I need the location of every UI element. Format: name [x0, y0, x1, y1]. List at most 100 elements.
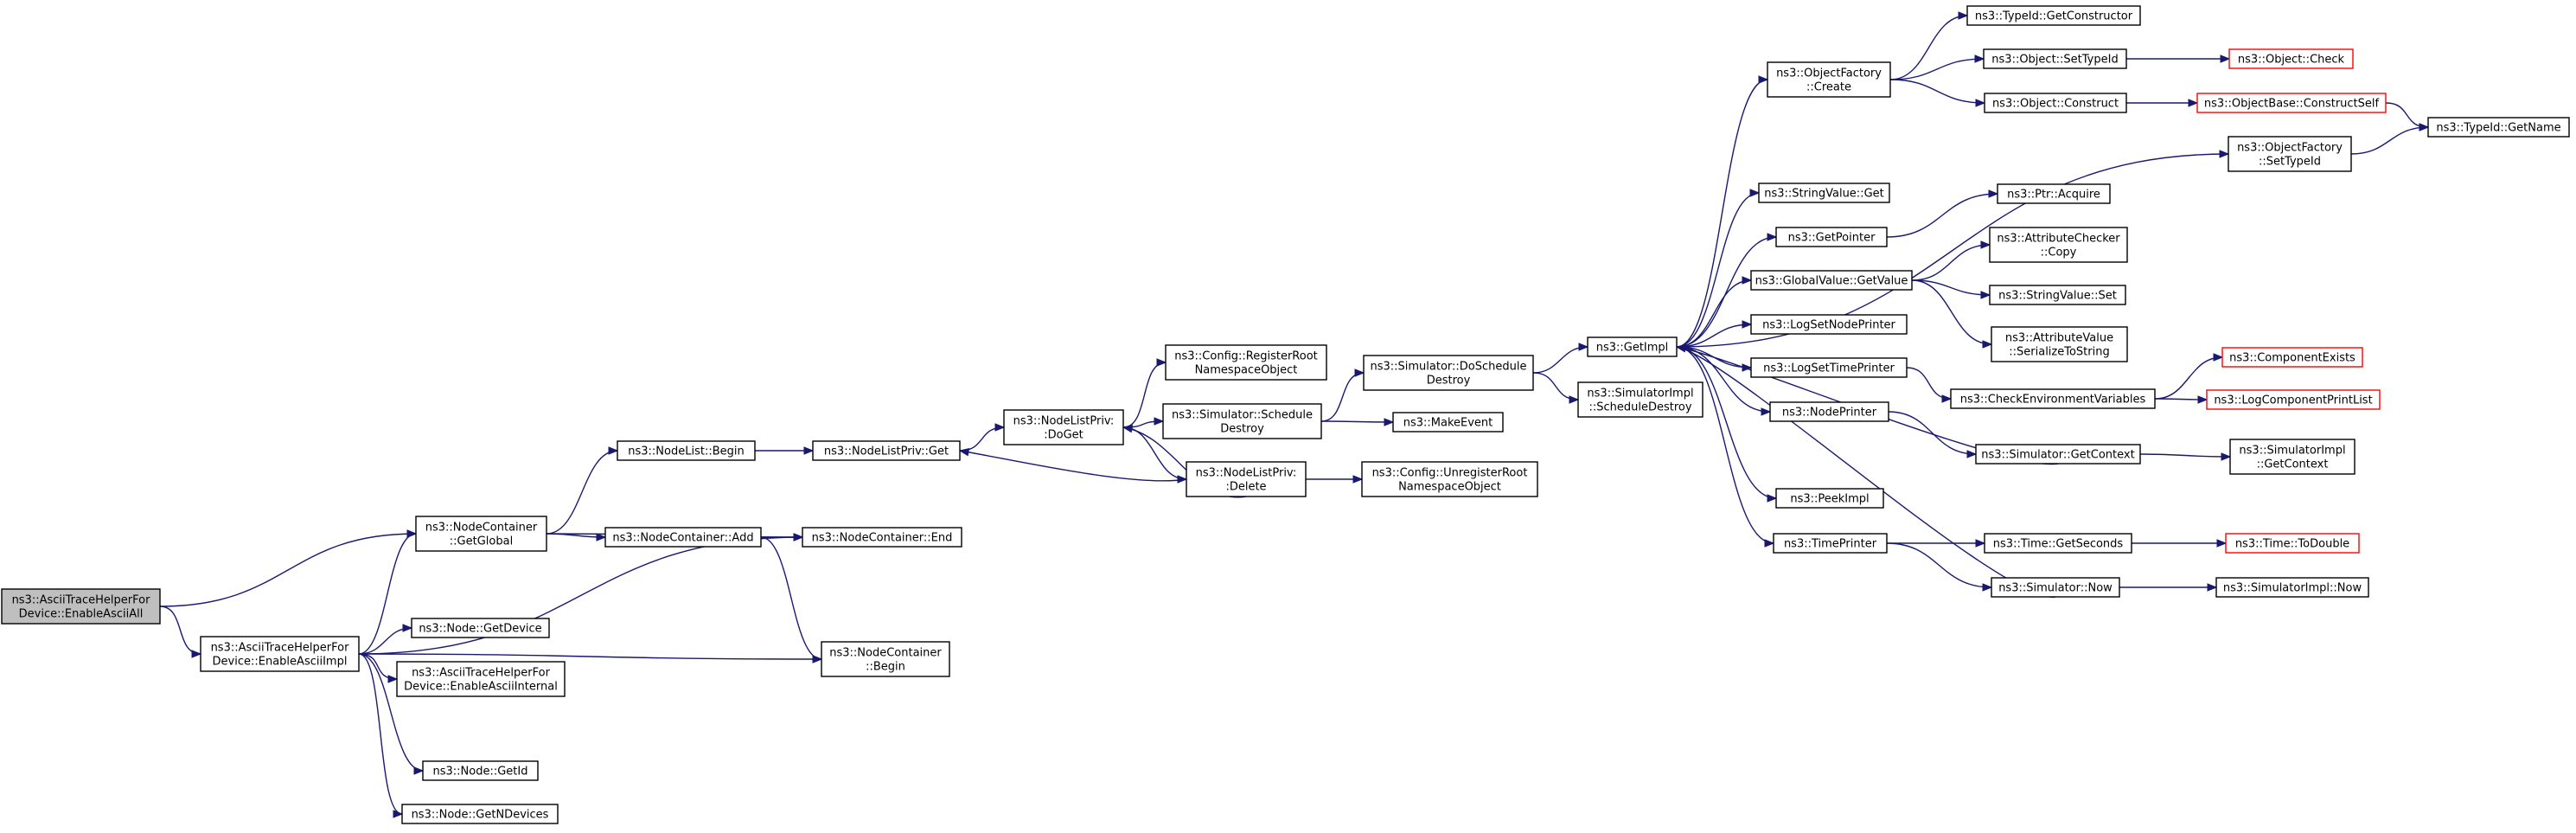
edge-getImpl-to-timePrinter	[1676, 346, 1774, 544]
node-ptrAcquire[interactable]: ns3::Ptr::Acquire	[1997, 183, 2111, 204]
node-objCheck[interactable]: ns3::Object::Check	[2228, 48, 2354, 69]
node-box	[1363, 355, 1534, 391]
node-simNow[interactable]: ns3::Simulator::Now	[1991, 577, 2120, 598]
node-enableInternal[interactable]: ns3::AsciiTraceHelperForDevice::EnableAs…	[396, 661, 566, 697]
node-box	[1186, 461, 1307, 497]
node-nlpDoGet[interactable]: ns3::NodeListPriv::DoGet	[1003, 409, 1124, 445]
node-nodeListBegin[interactable]: ns3::NodeList::Begin	[617, 440, 756, 461]
node-label: ns3::AsciiTraceHelperFor	[12, 594, 151, 607]
node-label: ns3::Time::ToDouble	[2235, 538, 2349, 551]
node-label: ::Begin	[866, 661, 905, 674]
node-ncGetGlobal[interactable]: ns3::NodeContainer::GetGlobal	[415, 516, 547, 552]
node-box	[2215, 577, 2369, 598]
edge-ncGetGlobal-to-nodeListBegin	[546, 450, 618, 535]
node-peekImpl[interactable]: ns3::PeekImpl	[1775, 488, 1884, 509]
node-label: ::SetTypeId	[2259, 156, 2321, 169]
node-label: ns3::LogComponentPrintList	[2214, 394, 2372, 407]
edge-arrowhead	[608, 446, 619, 455]
node-label: Device::EnableAsciiAll	[19, 608, 144, 621]
edge-arrowhead	[1974, 54, 1985, 63]
node-root[interactable]: ns3::AsciiTraceHelperForDevice::EnableAs…	[1, 588, 161, 625]
node-simImplNow[interactable]: ns3::SimulatorImpl::Now	[2215, 577, 2369, 598]
node-box	[1758, 183, 1890, 203]
node-nodeGetNDevices[interactable]: ns3::Node::GetNDevices	[401, 804, 559, 824]
edge-enableImpl-to-nodeGetNDevices	[358, 653, 403, 815]
edge-arrowhead	[1578, 343, 1589, 351]
node-cfgUnregister[interactable]: ns3::Config::UnregisterRootNamespaceObje…	[1361, 461, 1538, 497]
edge-ofCreate-to-objConstruct	[1889, 79, 1985, 104]
edge-ofCreate-to-objSetTypeId	[1889, 58, 1985, 80]
nodes-layer: ns3::AsciiTraceHelperForDevice::EnableAs…	[1, 5, 2570, 824]
node-box	[1989, 227, 2128, 263]
node-timeGetSeconds[interactable]: ns3::Time::GetSeconds	[1984, 533, 2132, 554]
node-getPointer[interactable]: ns3::GetPointer	[1775, 227, 1888, 247]
node-box	[1003, 409, 1124, 445]
node-label: ns3::Node::GetDevice	[419, 623, 541, 636]
node-avSerialize[interactable]: ns3::AttributeValue::SerializeToString	[1991, 326, 2128, 362]
node-label: ns3::Object::Check	[2238, 54, 2345, 67]
node-label: ::Copy	[2041, 247, 2077, 260]
node-stringValueGet[interactable]: ns3::StringValue::Get	[1758, 183, 1890, 203]
node-typeIdGetName[interactable]: ns3::TypeId::GetName	[2427, 117, 2570, 138]
node-logComponentPrintList[interactable]: ns3::LogComponentPrintList	[2206, 389, 2381, 410]
node-objConstruct[interactable]: ns3::Object::Construct	[1984, 93, 2127, 113]
edge-arrowhead	[1758, 75, 1769, 84]
node-label: ::SerializeToString	[2009, 346, 2109, 359]
node-getImpl[interactable]: ns3::GetImpl	[1587, 336, 1678, 357]
edge-getImpl-to-logSetNodePrinter	[1676, 324, 1752, 348]
node-timePrinter[interactable]: ns3::TimePrinter	[1773, 533, 1888, 554]
node-label: ns3::Ptr::Acquire	[2007, 189, 2100, 202]
node-nodeGetDevice[interactable]: ns3::Node::GetDevice	[411, 618, 550, 638]
node-ofSetTypeId[interactable]: ns3::ObjectFactory::SetTypeId	[2228, 136, 2352, 172]
node-gvGetValue[interactable]: ns3::GlobalValue::GetValue	[1750, 270, 1913, 291]
node-simImplSchedDestroy[interactable]: ns3::SimulatorImpl::ScheduleDestroy	[1577, 381, 1703, 418]
edge-gvGetValue-to-svSet	[1911, 279, 1991, 296]
node-typeIdGetConstructor[interactable]: ns3::TypeId::GetConstructor	[1966, 5, 2141, 26]
node-makeEvent[interactable]: ns3::MakeEvent	[1392, 412, 1504, 433]
edge-arrowhead	[1384, 418, 1395, 426]
node-nodeGetId[interactable]: ns3::Node::GetId	[422, 760, 539, 781]
edge-nlpGet-to-nlpDoGet	[959, 426, 1005, 452]
node-checkEnvVars[interactable]: ns3::CheckEnvironmentVariables	[1950, 388, 2156, 409]
node-ncAdd[interactable]: ns3::NodeContainer::Add	[604, 527, 762, 548]
edge-arrowhead	[1764, 539, 1775, 548]
node-box	[1991, 326, 2128, 362]
node-label: ns3::NodeListPriv::Get	[824, 445, 949, 458]
node-componentExists[interactable]: ns3::ComponentExists	[2221, 347, 2363, 368]
edge-logSetTimePrinter-to-checkEnvVars	[1906, 367, 1952, 400]
node-box	[415, 516, 547, 552]
node-label: ns3::ComponentExists	[2229, 352, 2355, 365]
edge-getImpl-to-ofCreate	[1676, 79, 1768, 348]
node-nlpGet[interactable]: ns3::NodeListPriv::Get	[812, 440, 961, 461]
node-ncEnd[interactable]: ns3::NodeContainer::End	[802, 527, 962, 548]
node-objSetTypeId[interactable]: ns3::Object::SetTypeId	[1983, 48, 2127, 69]
edge-arrowhead	[1975, 539, 1986, 548]
node-box	[617, 440, 756, 461]
node-box	[2225, 533, 2360, 554]
node-box	[396, 661, 566, 697]
node-label: ns3::MakeEvent	[1403, 417, 1493, 430]
edge-obConstructSelf-to-typeIdGetName	[2385, 102, 2429, 128]
node-label: ns3::AsciiTraceHelperFor	[211, 642, 350, 655]
node-simGetContext[interactable]: ns3::Simulator::GetContext	[1975, 444, 2141, 465]
node-nodePrinter[interactable]: ns3::NodePrinter	[1769, 401, 1889, 422]
node-box	[411, 618, 550, 638]
node-enableImpl[interactable]: ns3::AsciiTraceHelperForDevice::EnableAs…	[200, 636, 360, 672]
node-nlpDelete[interactable]: ns3::NodeListPriv::Delete	[1186, 461, 1307, 497]
node-obConstructSelf[interactable]: ns3::ObjectBase::ConstructSelf	[2196, 93, 2387, 113]
node-logSetNodePrinter[interactable]: ns3::LogSetNodePrinter	[1750, 314, 1908, 335]
edge-arrowhead	[596, 533, 607, 541]
node-svSet[interactable]: ns3::StringValue::Set	[1989, 285, 2126, 305]
node-simSchedDestroy[interactable]: ns3::Simulator::ScheduleDestroy	[1162, 403, 1322, 439]
edge-arrowhead	[1154, 417, 1165, 426]
node-box	[2228, 48, 2354, 69]
node-ncBegin[interactable]: ns3::NodeContainer::Begin	[821, 641, 950, 677]
node-simImplGetContext[interactable]: ns3::SimulatorImpl::GetContext	[2229, 439, 2355, 475]
node-timeToDouble[interactable]: ns3::Time::ToDouble	[2225, 533, 2360, 554]
node-box	[422, 760, 539, 781]
node-logSetTimePrinter[interactable]: ns3::LogSetTimePrinter	[1750, 357, 1908, 378]
node-ofCreate[interactable]: ns3::ObjectFactory::Create	[1767, 61, 1891, 98]
node-acCopy[interactable]: ns3::AttributeChecker::Copy	[1989, 227, 2128, 263]
